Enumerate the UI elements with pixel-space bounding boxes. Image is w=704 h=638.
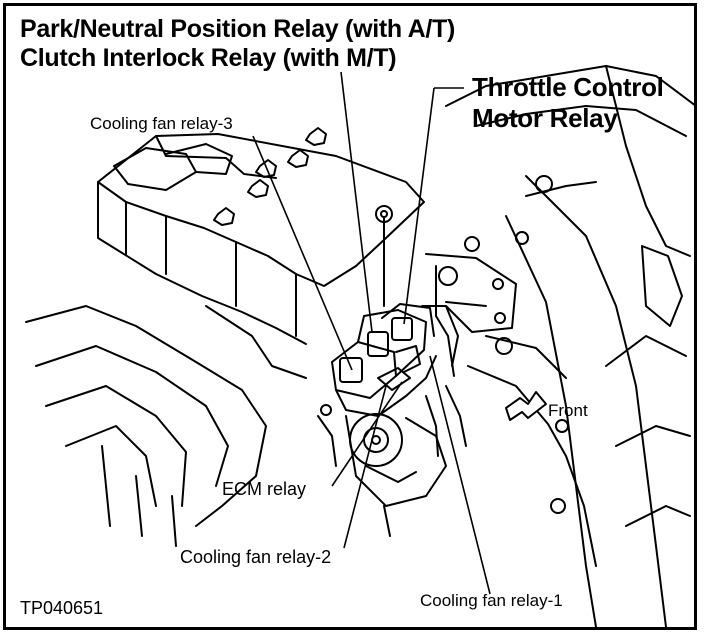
front-arrow-icon [505, 391, 547, 421]
engine-bay-illustration [25, 65, 694, 627]
label-park-neutral-relay: Park/Neutral Position Relay (with A/T) [20, 15, 455, 43]
label-throttle-control: Throttle Control [472, 72, 664, 102]
label-cooling-fan-relay-3: Cooling fan relay-3 [90, 114, 233, 133]
figure-id: TP040651 [20, 598, 104, 618]
label-clutch-interlock-relay: Clutch Interlock Relay (with M/T) [20, 44, 397, 72]
label-front: Front [548, 401, 588, 420]
label-cooling-fan-relay-2: Cooling fan relay-2 [180, 547, 332, 567]
label-ecm-relay: ECM relay [222, 479, 307, 499]
diagram-frame: Park/Neutral Position Relay (with A/T) C… [3, 3, 697, 630]
label-cooling-fan-relay-1: Cooling fan relay-1 [420, 591, 563, 610]
label-motor-relay: Motor Relay [472, 103, 618, 133]
